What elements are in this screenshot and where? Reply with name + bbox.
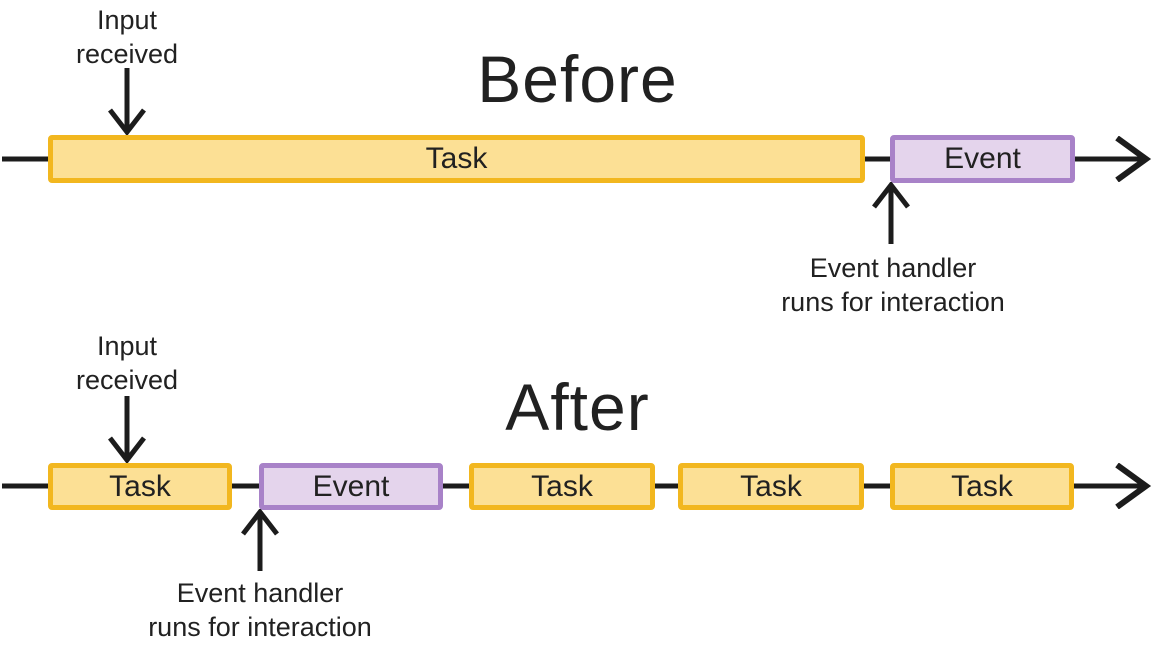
before-section-title: Before (477, 42, 678, 116)
down-arrow-icon-before-input (108, 68, 146, 137)
after-section-title: After (505, 370, 650, 444)
task-block-before: Task (48, 135, 865, 183)
task-block-after-4: Task (890, 463, 1074, 510)
input-received-label-after: Input received (75, 331, 179, 395)
task-block-after-2: Task (469, 463, 655, 510)
event-handler-label-after: Event handler runs for interaction (148, 578, 372, 642)
input-received-label-before: Input received (75, 5, 179, 69)
task-block-after-3: Task (678, 463, 864, 510)
event-block-before: Event (890, 135, 1075, 183)
up-arrow-icon-before-handler (872, 182, 910, 244)
event-handler-label-before: Event handler runs for interaction (781, 253, 1005, 317)
up-arrow-icon-after-handler (241, 509, 279, 571)
down-arrow-icon-after-input (108, 396, 146, 465)
event-block-after: Event (259, 463, 443, 510)
task-block-after-1: Task (48, 463, 232, 510)
